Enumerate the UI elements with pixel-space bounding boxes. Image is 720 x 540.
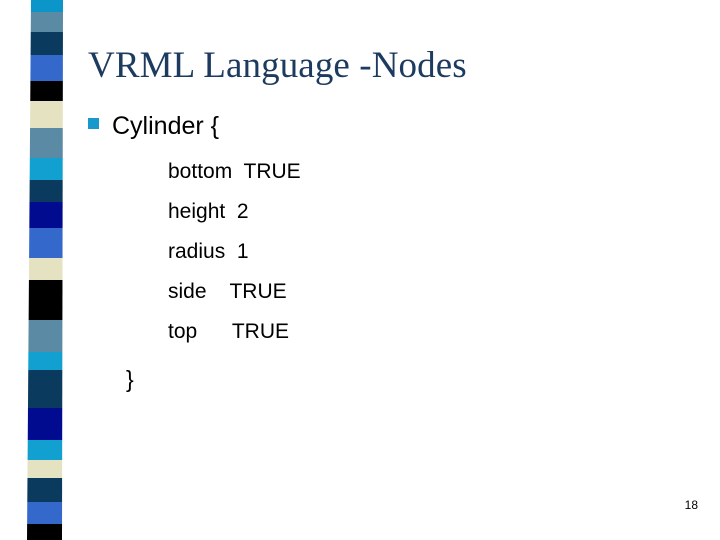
bullet-item-cylinder: Cylinder {: [88, 112, 688, 140]
color-band-group: [27, 0, 63, 540]
field-row: top TRUE: [168, 320, 289, 343]
color-band: [27, 370, 63, 408]
color-band: [27, 502, 63, 524]
square-bullet-icon: [88, 118, 99, 129]
color-band: [27, 440, 63, 460]
field-row: bottom TRUE: [168, 160, 301, 183]
color-band: [27, 180, 63, 202]
color-strip-svg: [27, 0, 63, 540]
color-band: [27, 460, 63, 478]
color-band: [27, 12, 63, 32]
color-band: [27, 128, 63, 158]
color-band: [27, 101, 63, 128]
color-band: [27, 32, 63, 55]
color-band: [27, 202, 63, 228]
bullet-label: Cylinder {: [112, 112, 219, 140]
color-band: [27, 158, 63, 180]
color-band: [27, 524, 63, 540]
color-band: [27, 352, 63, 370]
color-band: [27, 228, 63, 258]
color-band: [27, 408, 63, 440]
slide-title: VRML Language -Nodes: [88, 45, 467, 86]
color-band: [27, 280, 63, 320]
color-band: [27, 478, 63, 502]
color-band: [27, 0, 63, 12]
field-row: height 2: [168, 200, 249, 223]
closing-brace: }: [126, 366, 134, 392]
color-band: [27, 320, 63, 352]
field-row: radius 1: [168, 240, 249, 263]
slide-body: Cylinder { bottom TRUE height 2 radius 1…: [88, 112, 688, 392]
color-band: [27, 55, 63, 81]
color-band: [27, 81, 63, 101]
page-number: 18: [684, 498, 698, 512]
left-color-strip: [0, 0, 90, 540]
field-list: bottom TRUE height 2 radius 1 side TRUE …: [88, 152, 688, 352]
field-row: side TRUE: [168, 280, 287, 303]
color-band: [27, 258, 63, 280]
